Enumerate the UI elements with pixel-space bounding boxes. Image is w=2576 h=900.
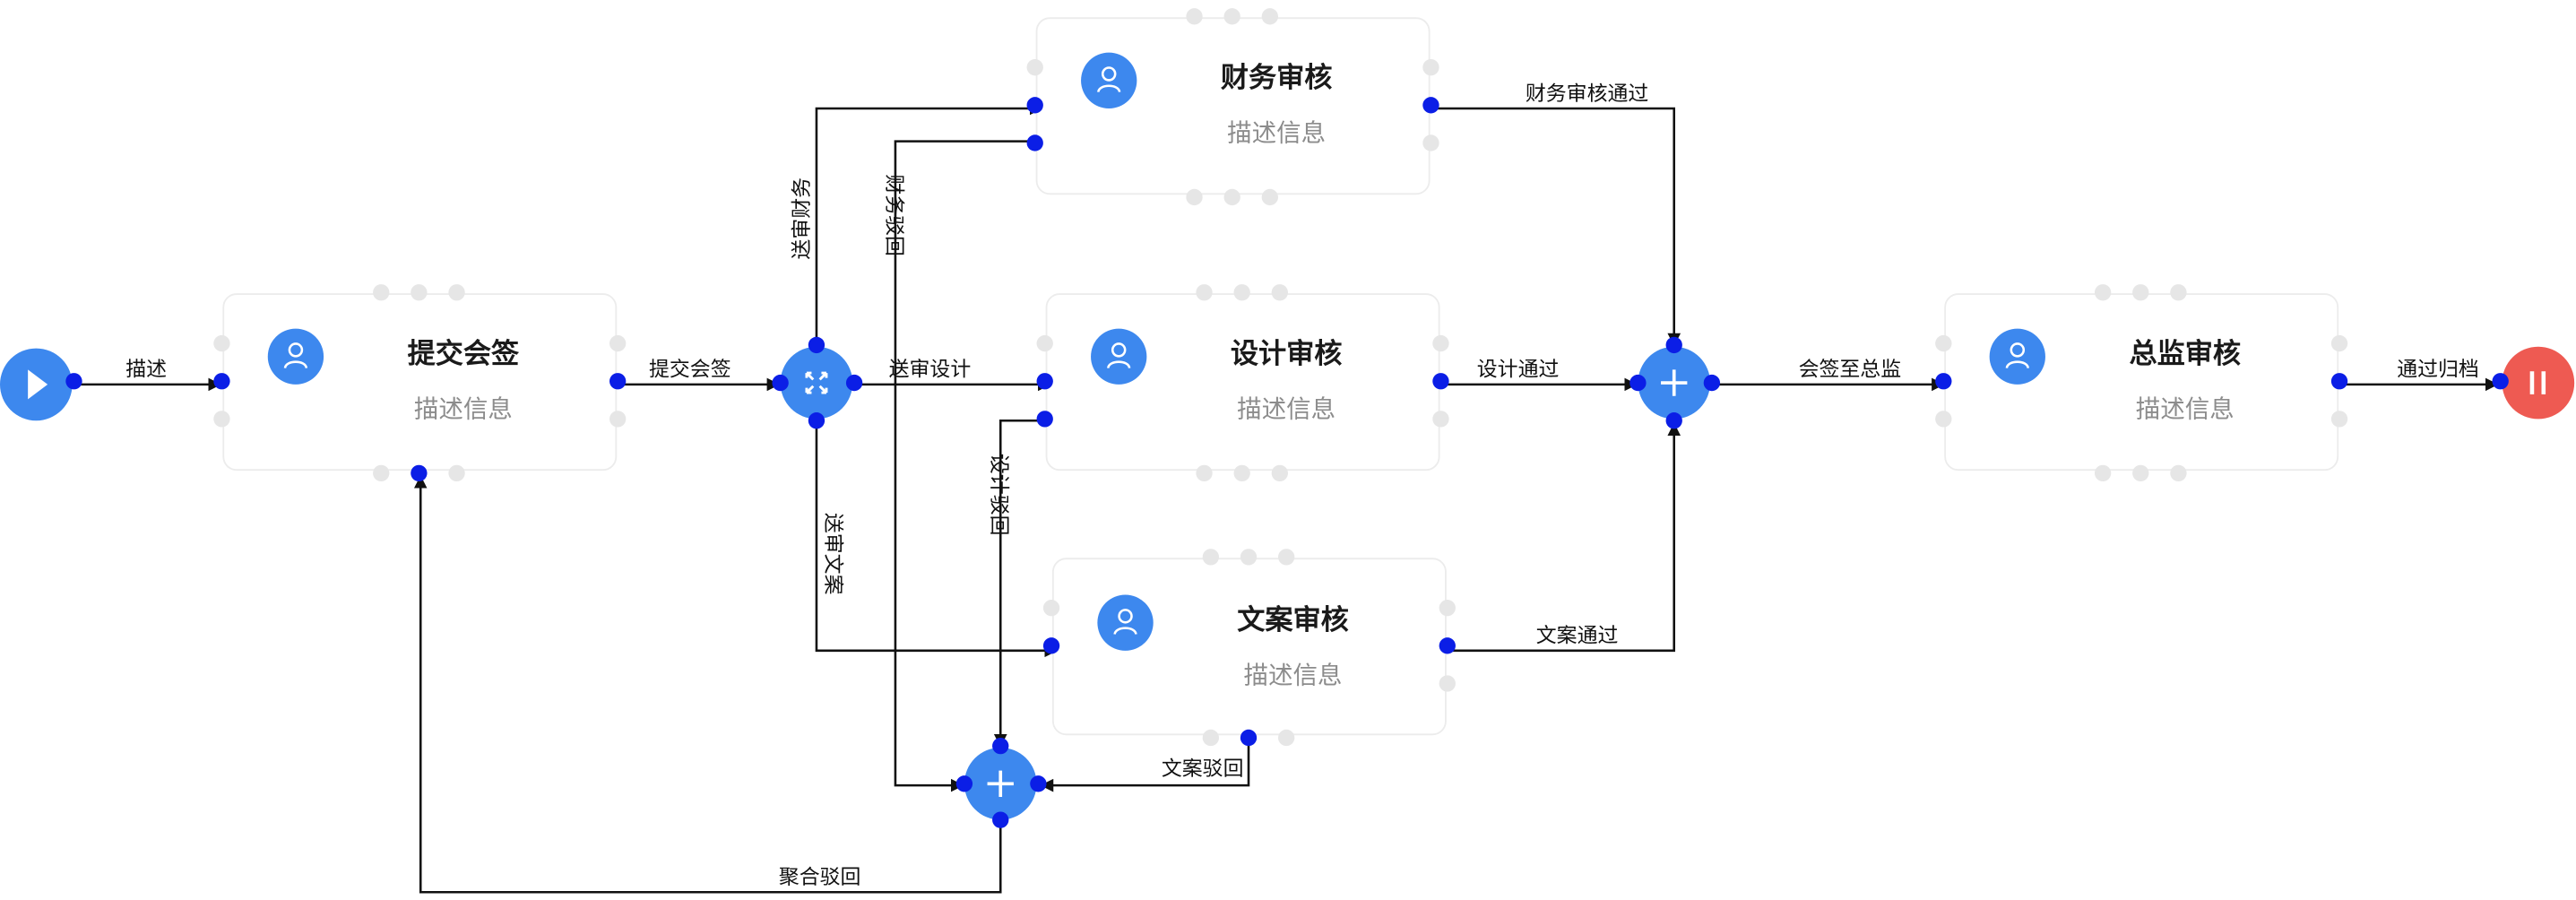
port[interactable] xyxy=(808,412,826,429)
label-design-pass: 设计通过 xyxy=(1477,358,1560,381)
label-finance-reject: 财务驳回 xyxy=(883,174,906,256)
task-desc: 描述信息 xyxy=(1227,119,1326,147)
edge-to-copy[interactable] xyxy=(815,420,1059,658)
port[interactable] xyxy=(2492,373,2509,390)
user-icon xyxy=(1107,342,1131,369)
task-desc: 描述信息 xyxy=(414,395,513,423)
plus-icon xyxy=(1661,369,1688,396)
label-archive: 通过归档 xyxy=(2397,358,2479,381)
user-icon xyxy=(2005,342,2029,369)
port[interactable] xyxy=(845,374,863,392)
task-desc: 描述信息 xyxy=(1244,661,1343,688)
port[interactable] xyxy=(1422,97,1439,114)
edges xyxy=(73,101,2499,894)
edge-design-reject[interactable] xyxy=(993,419,1047,748)
pause-icon xyxy=(2529,371,2546,394)
split-gateway[interactable] xyxy=(772,336,863,429)
port[interactable] xyxy=(609,373,627,390)
task-title: 财务审核 xyxy=(1221,62,1333,93)
port[interactable] xyxy=(808,336,826,354)
user-icon xyxy=(283,342,308,369)
label-design-reject: 设计驳回 xyxy=(988,454,1011,536)
port[interactable] xyxy=(1042,637,1060,654)
end-event[interactable] xyxy=(2492,346,2575,420)
task-card-submit[interactable]: 提交会签 描述信息 xyxy=(213,284,627,482)
edge-copy-pass[interactable] xyxy=(1445,422,1681,653)
port[interactable] xyxy=(1030,775,1047,792)
port[interactable] xyxy=(1665,412,1682,429)
port[interactable] xyxy=(1665,336,1682,354)
task-desc: 描述信息 xyxy=(1237,395,1336,423)
play-icon xyxy=(28,369,48,400)
user-icon xyxy=(1097,66,1121,93)
edge-labels: 描述 提交会签 送审设计 设计通过 财务审核通过 文案通过 文案驳回 聚合驳回 … xyxy=(125,82,2479,888)
task-desc: 描述信息 xyxy=(2136,395,2235,423)
port[interactable] xyxy=(1026,134,1043,151)
expand-arrows-icon xyxy=(805,371,828,394)
join-gateway-bottom[interactable] xyxy=(955,737,1047,828)
label-start-submit: 描述 xyxy=(125,358,167,381)
start-event[interactable] xyxy=(0,348,82,421)
label-copy-pass: 文案通过 xyxy=(1536,624,1619,647)
task-card-design[interactable]: 设计审核 描述信息 xyxy=(1036,284,1449,482)
label-to-finance: 送审财务 xyxy=(790,177,813,260)
task-card-director[interactable]: 总监审核 描述信息 xyxy=(1935,284,2348,482)
port[interactable] xyxy=(1432,373,1449,390)
port[interactable] xyxy=(411,464,428,482)
user-icon xyxy=(1113,609,1137,635)
label-finance-pass: 财务审核通过 xyxy=(1526,82,1649,105)
edge-finance-reject[interactable] xyxy=(894,140,1037,792)
port[interactable] xyxy=(1703,374,1721,392)
join-gateway-top[interactable] xyxy=(1629,336,1721,429)
task-card-finance[interactable]: 财务审核 描述信息 xyxy=(1026,8,1439,206)
task-title: 提交会签 xyxy=(408,338,520,369)
task-card-copy[interactable]: 文案审核 描述信息 xyxy=(1042,549,1456,747)
label-to-design: 送审设计 xyxy=(889,358,972,381)
label-to-director: 会签至总监 xyxy=(1799,358,1902,381)
port[interactable] xyxy=(1026,97,1043,114)
task-title: 文案审核 xyxy=(1237,604,1349,636)
edge-copy-reject[interactable] xyxy=(1040,739,1250,792)
port[interactable] xyxy=(992,737,1009,755)
port[interactable] xyxy=(1240,729,1258,747)
port[interactable] xyxy=(955,775,973,792)
port[interactable] xyxy=(65,373,82,390)
port[interactable] xyxy=(772,374,789,392)
port[interactable] xyxy=(1036,411,1053,428)
edge-merge-reject[interactable] xyxy=(413,475,1002,894)
label-copy-reject: 文案驳回 xyxy=(1162,757,1244,780)
task-title: 设计审核 xyxy=(1231,338,1343,369)
label-to-copy: 送审文案 xyxy=(822,513,845,595)
port[interactable] xyxy=(213,373,230,390)
plus-icon xyxy=(987,770,1014,797)
label-submit-split: 提交会签 xyxy=(649,358,731,381)
port[interactable] xyxy=(1935,373,1952,390)
port[interactable] xyxy=(1439,637,1456,654)
port[interactable] xyxy=(992,811,1009,828)
label-merge-reject: 聚合驳回 xyxy=(779,865,861,888)
edge-finance-pass[interactable] xyxy=(1431,107,1681,347)
port[interactable] xyxy=(1629,374,1647,392)
port[interactable] xyxy=(2330,373,2348,390)
port[interactable] xyxy=(1036,373,1053,390)
task-title: 总监审核 xyxy=(2129,338,2241,369)
edge-to-finance[interactable] xyxy=(815,101,1043,345)
